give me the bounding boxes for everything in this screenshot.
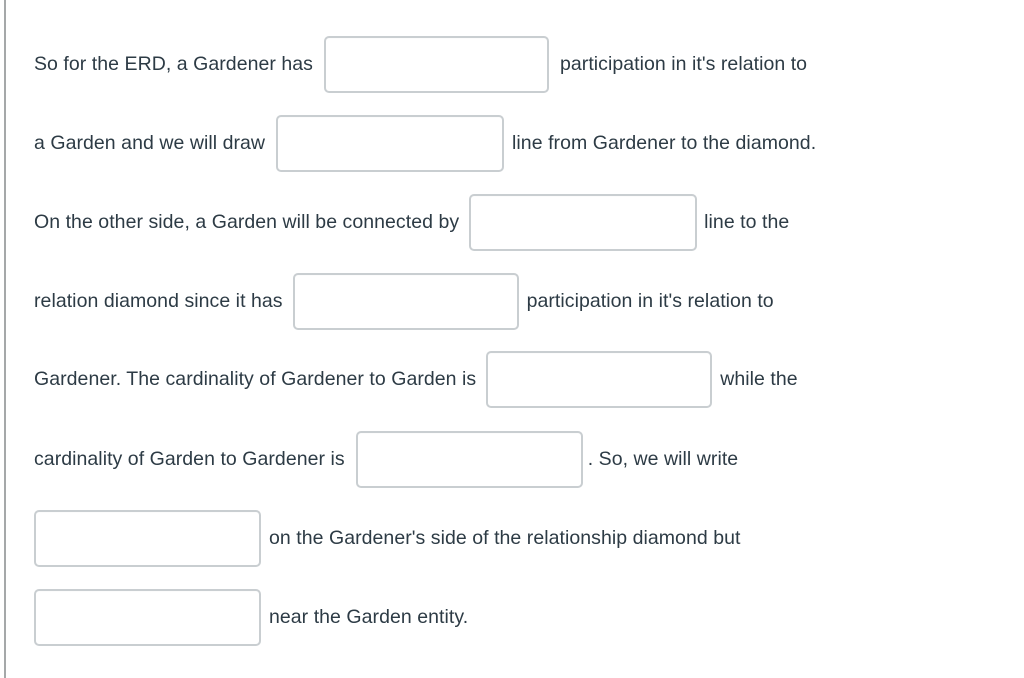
blank-input-2[interactable] <box>276 114 505 172</box>
question-text-segment: on the Gardener's side of the relationsh… <box>269 527 741 549</box>
question-line-2: a Garden and we will draw line from Gard… <box>34 114 816 172</box>
question-line-8: near the Garden entity. <box>34 588 468 646</box>
question-text-segment: line from Gardener to the diamond. <box>512 132 817 154</box>
question-text-segment: Gardener. The cardinality of Gardener to… <box>34 368 477 390</box>
blank-input-8[interactable] <box>34 588 261 646</box>
question-text-segment: On the other side, a Garden will be conn… <box>34 211 460 233</box>
question-text-segment: line to the <box>704 211 790 233</box>
question-text-segment: participation in it's relation to <box>559 53 808 75</box>
question-line-5: Gardener. The cardinality of Gardener to… <box>34 350 798 408</box>
question-line-7: on the Gardener's side of the relationsh… <box>34 509 740 567</box>
blank-input-1[interactable] <box>323 35 549 93</box>
question-text-segment: a Garden and we will draw <box>34 132 266 154</box>
question-line-3: On the other side, a Garden will be conn… <box>34 193 789 251</box>
question-line-6: cardinality of Garden to Gardener is . S… <box>34 430 738 488</box>
blank-input-4[interactable] <box>292 272 519 330</box>
question-line-4: relation diamond since it has participat… <box>34 272 774 330</box>
blank-input-6[interactable] <box>355 430 583 488</box>
blank-input-3[interactable] <box>469 193 698 251</box>
question-line-1: So for the ERD, a Gardener has participa… <box>34 35 807 93</box>
blank-input-5[interactable] <box>486 350 713 408</box>
question-text-segment: cardinality of Garden to Gardener is <box>34 448 345 470</box>
blank-input-7[interactable] <box>34 509 261 567</box>
question-text-segment: participation in it's relation to <box>526 290 774 312</box>
left-edge-divider <box>4 0 6 678</box>
question-text-segment: near the Garden entity. <box>269 606 469 628</box>
question-text-segment: relation diamond since it has <box>34 290 283 312</box>
question-text-segment: So for the ERD, a Gardener has <box>34 53 313 75</box>
question-text-segment: while the <box>720 368 798 390</box>
question-text-segment: . So, we will write <box>587 448 739 470</box>
